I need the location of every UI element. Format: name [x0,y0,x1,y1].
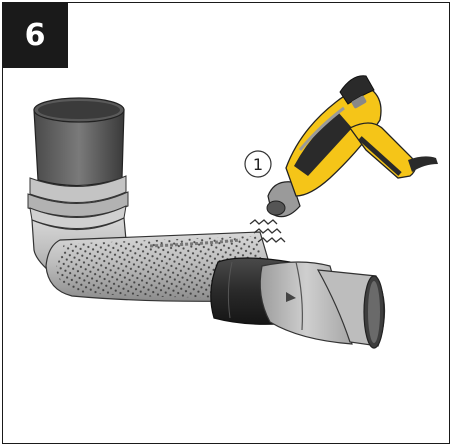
callout-1: 1 [244,150,272,178]
callout-1-label: 1 [253,155,263,174]
direction-arrow-icon [286,292,296,302]
heat-wave-icon [249,219,286,243]
step-number-badge: 6 [2,2,68,68]
pipe-coupling [259,261,386,349]
heat-gun-icon [266,75,438,218]
